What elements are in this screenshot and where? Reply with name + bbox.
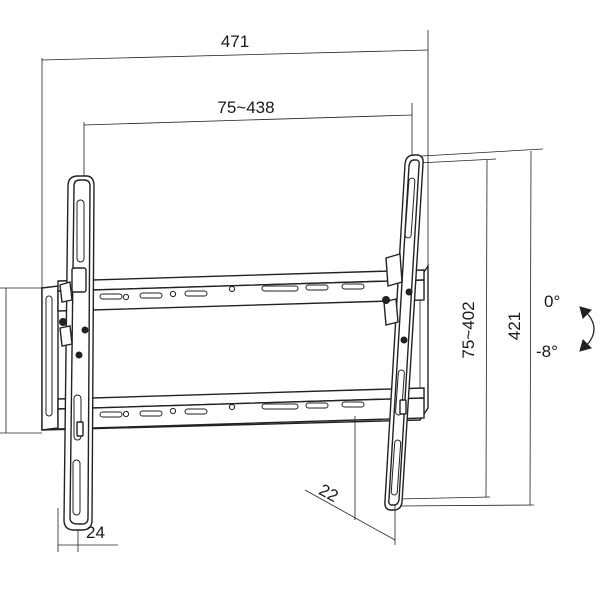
bracket-height-dimension: 170	[0, 287, 42, 434]
top-rail-slots	[99, 283, 365, 301]
bracket-height-label: 170	[0, 346, 3, 374]
tilt-up-label: 0°	[544, 292, 560, 311]
wall-plate	[41, 263, 429, 431]
overall-width-dimension: 471	[41, 30, 429, 288]
arm-width-dimension: 24	[57, 508, 118, 552]
tilt-arrow-up-icon	[579, 306, 592, 319]
wall-distance-label: 22	[316, 480, 342, 506]
vesa-width-dimension: 75~438	[83, 98, 413, 178]
overall-width-label: 471	[221, 32, 249, 51]
vesa-width-label: 75~438	[217, 98, 274, 117]
overall-height-label: 421	[505, 312, 524, 340]
vesa-height-label: 75~402	[459, 301, 478, 358]
left-vertical-arm	[59, 175, 95, 531]
right-arm-bolt-icon	[382, 296, 390, 304]
right-vertical-arm	[382, 154, 424, 511]
tilt-indicator: 0° -8°	[536, 292, 595, 361]
tilt-arrow-down-icon	[579, 339, 592, 352]
left-arm-bolt-icon	[59, 318, 67, 326]
vesa-height-dimension: 75~402	[397, 158, 497, 500]
wall-distance-dimension: 22	[304, 416, 396, 545]
arm-width-label: 24	[86, 523, 105, 542]
overall-height-dimension: 421	[397, 148, 544, 507]
tilt-down-label: -8°	[536, 342, 558, 361]
bottom-rail-slots	[99, 401, 365, 418]
